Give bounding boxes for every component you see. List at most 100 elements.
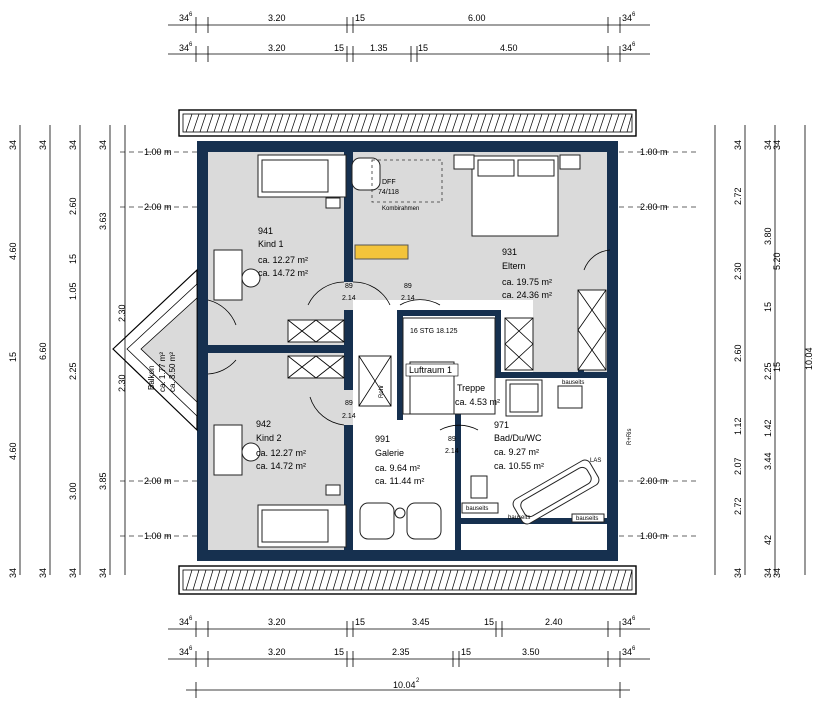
room-971-number: 971	[494, 420, 509, 430]
hatch-line	[367, 569, 375, 591]
hatch-line	[276, 113, 284, 133]
top-dimension-row-2: 34 6 3.20 15 1.35 15 4.50 34 6	[168, 42, 650, 62]
stairs-label: 16 STG 18.125	[410, 328, 458, 335]
hatch-line	[297, 113, 305, 133]
dim-total: 10.04	[393, 680, 416, 690]
hatch-line	[388, 569, 396, 591]
dim-left2-a: 34	[38, 140, 48, 150]
dim-top2-g: 34	[622, 43, 632, 53]
doors	[207, 249, 611, 431]
hatch-line	[339, 569, 347, 591]
hatch-line	[332, 113, 340, 133]
height-label-1: 1.00 m	[144, 147, 172, 157]
hatch-line	[472, 113, 480, 133]
balcony-area1: ca. 1.77 m²	[158, 352, 167, 392]
hatch-line	[444, 113, 452, 133]
hatch-line	[325, 113, 333, 133]
stair-area: ca. 4.53 m²	[455, 397, 500, 407]
balcony-label: Balkon	[147, 366, 156, 390]
room-labels: 941 Kind 1 ca. 12.27 m² ca. 14.72 m² 931…	[256, 179, 633, 522]
dim-top2-d: 1.35	[370, 43, 388, 53]
hatch-line	[458, 569, 466, 591]
hatch-line	[374, 113, 382, 133]
hatch-line	[626, 569, 633, 591]
dim-right3-d: 10.04	[804, 347, 814, 370]
hatch-line	[227, 569, 235, 591]
dim-right2-c: 15	[763, 302, 773, 312]
roof-hatching	[185, 113, 633, 591]
room-931-area1: ca. 19.75 m²	[502, 277, 552, 287]
hatch-line	[262, 113, 270, 133]
hatch-line	[542, 569, 550, 591]
hatch-line	[430, 113, 438, 133]
hatch-line	[255, 569, 263, 591]
room-971-area2: ca. 10.55 m²	[494, 461, 544, 471]
hatch-line	[360, 113, 368, 133]
kombirahmen-label: Kombirahmen	[382, 206, 419, 212]
hatch-line	[423, 569, 431, 591]
dim-right2-f: 3.44	[763, 452, 773, 470]
dim-left3-g: 34	[68, 568, 78, 578]
hatch-line	[206, 113, 214, 133]
room-941-area1: ca. 12.27 m²	[258, 255, 308, 265]
hatch-line	[591, 569, 599, 591]
hatch-line	[444, 569, 452, 591]
roof-top-band	[178, 109, 637, 137]
height-label-3: 2.00 m	[144, 476, 172, 486]
hatch-line	[493, 113, 501, 133]
dim-right3-a: 34	[772, 140, 782, 150]
room-942-number: 942	[256, 419, 271, 429]
hatch-line	[514, 113, 522, 133]
dim-left3-e: 2.25	[68, 362, 78, 380]
door-dim-4b: 2.14	[445, 448, 459, 455]
dim-sup: 6	[632, 616, 636, 622]
dim-top1-a: 34	[179, 13, 189, 23]
hatch-line	[465, 569, 473, 591]
hatch-line	[612, 569, 620, 591]
dim-sup: 6	[632, 42, 636, 48]
room-931-name: Eltern	[502, 261, 526, 271]
hatch-line	[430, 569, 438, 591]
hatch-line	[346, 569, 354, 591]
hatch-line	[290, 113, 298, 133]
dim-left3-a: 34	[68, 140, 78, 150]
dim-sup: 6	[632, 646, 636, 652]
hatch-line	[437, 113, 445, 133]
hatch-line	[584, 113, 592, 133]
hatch-line	[283, 569, 291, 591]
room-942-area2: ca. 14.72 m²	[256, 461, 306, 471]
room-931-number: 931	[502, 247, 517, 257]
hatch-line	[479, 569, 487, 591]
hatch-line	[241, 569, 249, 591]
room-941-name: Kind 1	[258, 239, 284, 249]
hatch-line	[185, 113, 193, 133]
door-dim-2b: 2.14	[401, 295, 415, 302]
dim-bot1-d: 3.45	[412, 617, 430, 627]
hatch-line	[199, 569, 207, 591]
hatch-line	[605, 569, 613, 591]
hatch-line	[220, 569, 228, 591]
hatch-line	[486, 569, 494, 591]
dim-top2-c: 15	[334, 43, 344, 53]
height-label-4: 1.00 m	[144, 531, 172, 541]
height-label-2r: 2.00 m	[640, 202, 668, 212]
dim-left1-b: 4.60	[8, 242, 18, 260]
dim-right2-h: 34	[763, 568, 773, 578]
hatch-line	[318, 569, 326, 591]
hatch-line	[269, 113, 277, 133]
hatch-line	[388, 113, 396, 133]
dim-right2-g: 42	[763, 535, 773, 545]
dim-right3-c: 15	[772, 362, 782, 372]
dim-left3-d: 1.05	[68, 282, 78, 300]
dim-left5-a: 2.30	[117, 304, 127, 322]
hatch-line	[213, 113, 221, 133]
dim-top2-e: 15	[418, 43, 428, 53]
hatch-line	[290, 569, 298, 591]
dim-left4-a: 34	[98, 140, 108, 150]
hatch-line	[402, 569, 410, 591]
hatch-line	[339, 113, 347, 133]
hatch-line	[234, 113, 242, 133]
dim-left3-c: 15	[68, 254, 78, 264]
hatch-line	[318, 113, 326, 133]
dim-top2-b: 3.20	[268, 43, 286, 53]
